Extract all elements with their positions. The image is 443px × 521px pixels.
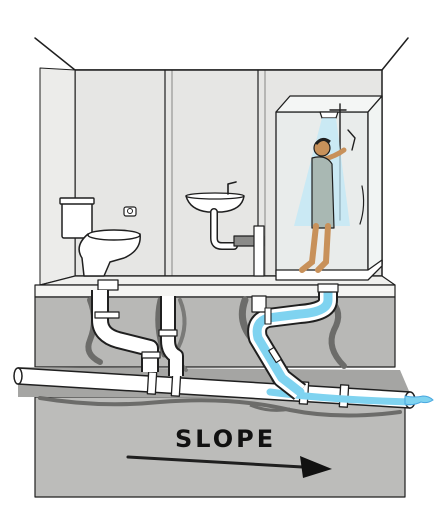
main-pipe-left-end	[13, 367, 23, 385]
left-side-wall	[39, 67, 76, 286]
toilet-seat	[87, 229, 141, 241]
sink-basin	[185, 195, 245, 213]
outlet-splash	[404, 395, 434, 406]
crack-7	[249, 403, 291, 412]
sink-pipe-joint	[158, 329, 178, 337]
faucet-icon	[227, 181, 237, 195]
toilet-pipe-joint-1	[94, 311, 120, 319]
toilet-tank	[61, 201, 93, 239]
toilet	[59, 197, 141, 277]
shower-head-icon	[319, 111, 339, 119]
toilet-paper-holder	[123, 206, 137, 217]
toilet-pipe-joint-2	[141, 351, 161, 359]
slope-arrow-head	[300, 456, 332, 478]
person-showering	[299, 137, 347, 273]
shower-drain-flange	[317, 283, 339, 293]
shower-pipe-joint-2	[268, 346, 282, 364]
slope-indicator: SLOPE	[126, 425, 332, 478]
shower-side-glass	[367, 95, 383, 279]
toilet-bowl	[78, 233, 141, 277]
slope-arrow-shaft	[126, 455, 322, 470]
shower-tray	[275, 259, 383, 281]
toilet-tank-lid	[59, 197, 95, 205]
coupling-1	[146, 371, 158, 395]
sink-pipe-fill	[162, 296, 182, 376]
person-towel	[311, 156, 335, 229]
toilet-paper-core	[127, 208, 133, 214]
ceiling-line-right	[381, 37, 409, 71]
crack-6	[38, 396, 402, 418]
person-hair	[314, 137, 331, 145]
toilet-drain	[91, 279, 161, 372]
shower-pipe-joint-1	[264, 307, 272, 325]
toilet-flange	[97, 279, 119, 291]
person-leg-left	[299, 223, 319, 273]
ceiling-line-left	[34, 37, 76, 71]
shower-top	[275, 95, 383, 113]
person-leg-right	[315, 223, 331, 273]
sink-riser	[253, 225, 265, 277]
sink-trap-fill	[211, 209, 237, 249]
toilet-pipe-fill	[93, 290, 157, 372]
sink	[185, 181, 265, 277]
coupling-2	[170, 373, 182, 397]
shower-drain	[247, 283, 339, 400]
sink-rim	[185, 192, 245, 200]
sink-drain	[158, 296, 184, 376]
main-pipe-water	[266, 388, 414, 406]
floor-edge	[34, 284, 396, 298]
slope-label: SLOPE	[175, 425, 276, 453]
shower-stub	[251, 295, 267, 313]
hand-shower-icon	[347, 129, 356, 151]
shower-hose	[359, 185, 365, 225]
